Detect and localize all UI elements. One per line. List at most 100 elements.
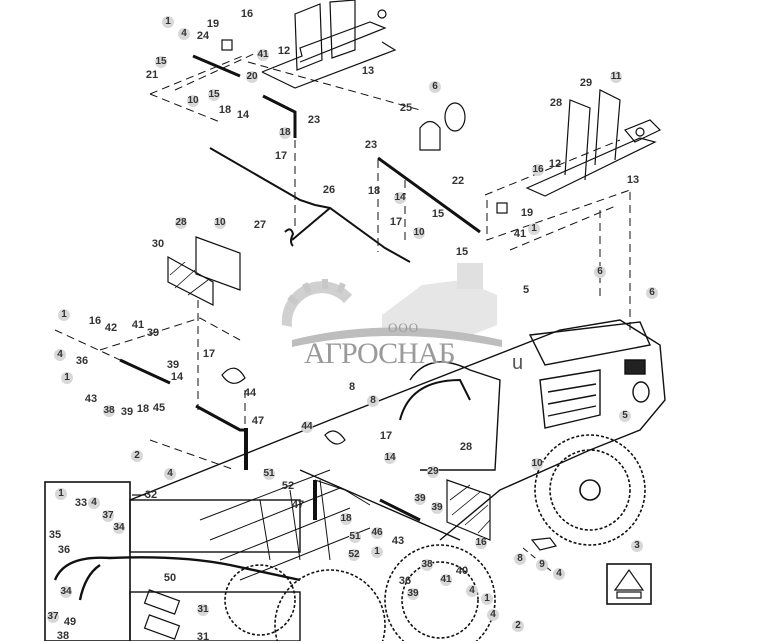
watermark-ooo: ООО — [388, 320, 420, 335]
callout-15: 15 — [455, 246, 469, 258]
harness-26 — [209, 147, 411, 263]
callout-40: 40 — [455, 565, 469, 577]
harness-center — [399, 378, 471, 421]
callout-1: 1 — [162, 16, 174, 28]
callout-13: 13 — [626, 174, 640, 186]
callout-14: 14 — [236, 109, 250, 121]
callout-51: 51 — [349, 531, 361, 543]
callout-23: 23 — [364, 139, 378, 151]
work-light-25 — [419, 120, 441, 151]
callout-41: 41 — [513, 228, 527, 240]
callout-24: 24 — [196, 30, 210, 42]
work-light-44-left — [221, 367, 246, 384]
callout-14: 14 — [384, 452, 396, 464]
bracket-23-left — [262, 94, 297, 138]
connector-19b — [496, 202, 508, 214]
callout-44: 44 — [301, 421, 313, 433]
callout-34: 34 — [60, 586, 72, 598]
callout-18: 18 — [279, 127, 291, 139]
callout-39: 39 — [146, 327, 160, 339]
watermark-logo — [281, 263, 502, 347]
lamp-lens-6 — [444, 102, 466, 132]
work-light-44-center — [324, 430, 346, 445]
callout-28: 28 — [549, 97, 563, 109]
callout-13: 13 — [361, 65, 375, 77]
roof-light-bracket-left — [261, 0, 397, 89]
callout-21: 21 — [145, 69, 159, 81]
callout-16: 16 — [88, 315, 102, 327]
plate-28-lower — [446, 479, 491, 541]
callout-2: 2 — [512, 620, 524, 632]
callout-4: 4 — [487, 609, 499, 621]
callout-4: 4 — [553, 568, 565, 580]
callout-50: 50 — [163, 572, 177, 584]
callout-18: 18 — [136, 403, 150, 415]
callout-15: 15 — [208, 89, 220, 101]
callout-8: 8 — [514, 553, 526, 565]
callout-31: 31 — [196, 631, 210, 643]
callout-17: 17 — [274, 150, 288, 162]
callout-39: 39 — [407, 588, 419, 600]
callout-17: 17 — [389, 216, 403, 228]
callout-12: 12 — [548, 158, 562, 170]
callout-39: 39 — [120, 406, 134, 418]
connector-19 — [221, 39, 233, 51]
callout-29: 29 — [579, 77, 593, 89]
callout-1: 1 — [55, 488, 67, 500]
callout-37: 37 — [47, 611, 59, 623]
callout-10: 10 — [413, 227, 425, 239]
callout-4: 4 — [54, 349, 66, 361]
callout-31: 31 — [197, 604, 209, 616]
decal-3 — [606, 563, 652, 605]
callout-17: 17 — [379, 430, 393, 442]
callout-41: 41 — [440, 574, 452, 586]
callout-1: 1 — [481, 593, 493, 605]
watermark-suffix: u — [512, 352, 524, 374]
callout-6: 6 — [594, 266, 606, 278]
callout-18: 18 — [367, 185, 381, 197]
callout-39: 39 — [414, 493, 426, 505]
callout-46: 46 — [371, 527, 383, 539]
callout-45: 45 — [152, 402, 166, 414]
callout-17: 17 — [202, 348, 216, 360]
callout-29: 29 — [427, 466, 439, 478]
connector-27 — [284, 228, 295, 247]
callout-41: 41 — [131, 319, 145, 331]
callout-43: 43 — [84, 393, 98, 405]
machine-body — [129, 319, 666, 541]
callout-26: 26 — [322, 184, 336, 196]
callout-19: 19 — [520, 207, 534, 219]
callout-33: 33 — [74, 497, 88, 509]
plate-30 — [167, 255, 214, 306]
connector-31-pair — [143, 589, 181, 640]
bracket-47-top — [195, 404, 248, 432]
callout-47: 47 — [291, 499, 305, 511]
callout-6: 6 — [429, 81, 441, 93]
inset-frame-upper — [129, 499, 301, 553]
harness-50 — [53, 556, 301, 582]
callout-8: 8 — [367, 395, 379, 407]
callout-11: 11 — [610, 71, 622, 83]
callout-52: 52 — [281, 480, 295, 492]
watermark-company-name: АГРОСНАБ — [304, 337, 456, 370]
callout-16: 16 — [475, 537, 487, 549]
callout-36: 36 — [398, 575, 412, 587]
callout-12: 12 — [277, 45, 291, 57]
callout-36: 36 — [75, 355, 89, 367]
callout-1: 1 — [58, 309, 70, 321]
callout-10: 10 — [187, 95, 199, 107]
callout-18: 18 — [340, 513, 352, 525]
callout-4: 4 — [164, 468, 176, 480]
inset-box-32 — [44, 481, 131, 641]
callout-23: 23 — [307, 114, 321, 126]
callout-14: 14 — [394, 192, 406, 204]
callout-38: 38 — [421, 559, 433, 571]
callout-37: 37 — [102, 510, 114, 522]
callout-38: 38 — [103, 405, 115, 417]
callout-44: 44 — [243, 387, 257, 399]
light-bar-22 — [377, 156, 481, 234]
callout-28: 28 — [459, 441, 473, 453]
bracket-9 — [530, 537, 558, 551]
callout-10: 10 — [531, 458, 543, 470]
